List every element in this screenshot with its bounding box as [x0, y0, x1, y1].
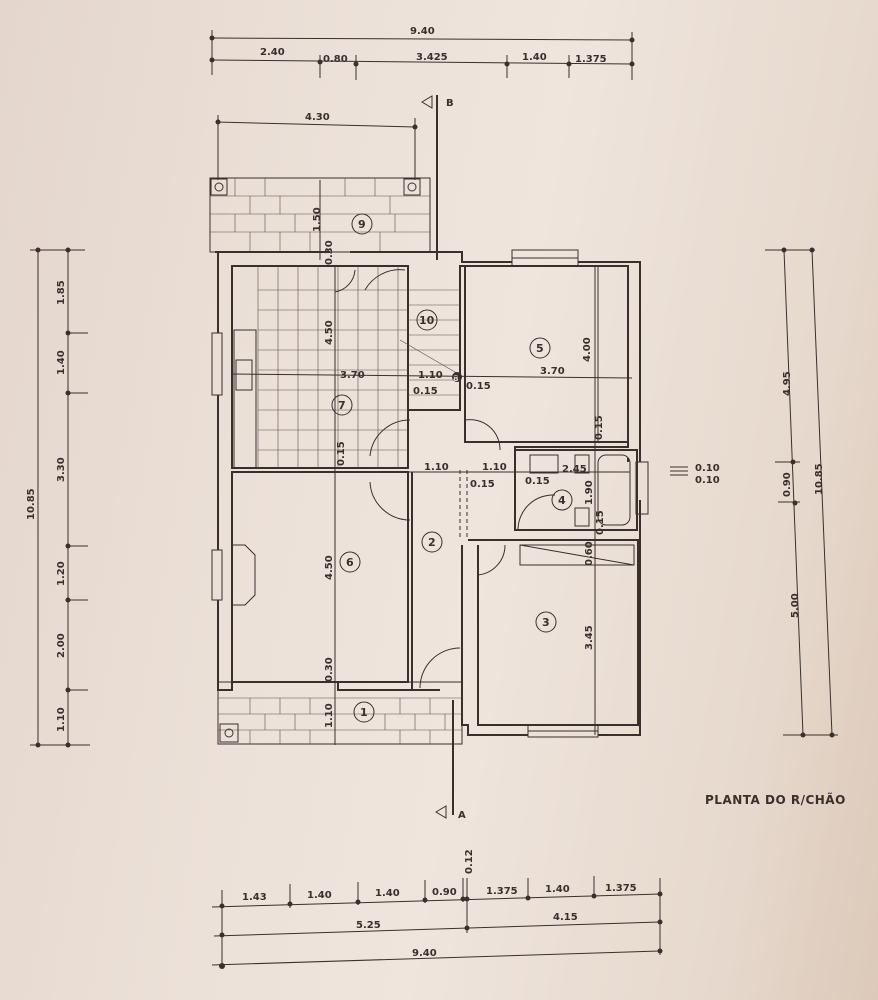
section-b-label: B — [446, 98, 454, 109]
terrace-1 — [217, 681, 463, 745]
dim-bottom-gap: 0.12 — [464, 849, 475, 874]
dim-left: 1.10 — [56, 707, 67, 732]
dim-inner: 0.15 — [594, 415, 605, 440]
right-dimensions: 4.95 0.90 5.00 10.85 0.10 0.10 — [670, 247, 838, 738]
dim-bottom: 1.40 — [307, 890, 332, 901]
dim-top-3: 3.425 — [416, 52, 448, 63]
dim-inner: 0.15 — [525, 476, 550, 487]
dim-top-5: 1.375 — [575, 54, 607, 65]
dim-left: 2.00 — [56, 633, 67, 658]
room-8: 8 — [452, 372, 462, 383]
section-a-label: A — [458, 810, 466, 821]
dim-top-1: 2.40 — [260, 47, 285, 58]
dim-left: 1.20 — [56, 561, 67, 586]
dim-bottom-sub: 4.15 — [553, 912, 578, 923]
dim-inner: 3.45 — [584, 625, 595, 650]
dim-bottom: 0.90 — [432, 887, 457, 898]
dim-inner: 0.60 — [584, 541, 595, 566]
dim-right: 0.90 — [782, 472, 793, 497]
dim-right: 4.95 — [782, 371, 793, 396]
dim-bottom-sub: 5.25 — [356, 920, 381, 931]
dim-inner: 1.10 — [482, 462, 507, 473]
left-dimensions: 10.85 1.85 1.40 3.30 1.20 2.00 1.10 — [26, 247, 90, 748]
dim-bottom: 1.43 — [242, 892, 267, 903]
dim-left-total: 10.85 — [26, 488, 37, 520]
svg-text:1: 1 — [360, 706, 368, 719]
section-marker-b: B — [421, 95, 454, 260]
dim-wall: 0.10 — [695, 463, 720, 474]
svg-text:4: 4 — [558, 494, 566, 507]
svg-text:7: 7 — [338, 399, 346, 412]
room-7: 7 — [331, 394, 353, 416]
dim-bottom: 1.375 — [486, 886, 518, 897]
plan-title: PLANTA DO R/CHÃO — [705, 792, 846, 807]
dim-right: 5.00 — [790, 593, 801, 618]
dim-inner: 1.90 — [584, 480, 595, 505]
room-labels: 1 2 3 4 5 6 7 8 9 10 — [331, 213, 573, 723]
room-5: 5 — [529, 337, 551, 359]
dim-inner: 1.10 — [324, 703, 335, 728]
room-6: 6 — [339, 551, 361, 573]
dim-top-total: 9.40 — [410, 26, 435, 37]
dim-bottom-total: 9.40 — [412, 948, 437, 959]
room-10: 10 — [416, 309, 438, 331]
dim-inner: 4.50 — [324, 555, 335, 580]
dim-inner: 0.15 — [413, 386, 438, 397]
dim-top-4: 1.40 — [522, 52, 547, 63]
dim-inner: 4.50 — [324, 320, 335, 345]
dim-bottom: 1.40 — [545, 884, 570, 895]
svg-text:10: 10 — [419, 314, 435, 327]
dim-left: 3.30 — [56, 457, 67, 482]
room-3: 3 — [535, 611, 557, 633]
bottom-dimensions: 1.43 1.40 1.40 0.90 1.375 1.40 1.375 0.1… — [211, 849, 663, 969]
walls — [211, 249, 649, 738]
dim-terrace-width: 4.30 — [305, 112, 330, 123]
dim-top-2: 0.80 — [323, 54, 348, 65]
section-marker-a: A — [435, 700, 466, 821]
room-4: 4 — [551, 489, 573, 511]
top-dimensions: 9.40 2.40 0.80 3.425 1.40 1.375 4.30 — [209, 26, 635, 180]
inner-dimensions: 1.50 0.30 4.50 3.70 1.10 0.15 0.15 3.70 … — [231, 180, 633, 745]
dim-inner: 1.10 — [424, 462, 449, 473]
svg-text:3: 3 — [542, 616, 550, 629]
room-1: 1 — [353, 701, 375, 723]
dim-bottom: 1.375 — [605, 883, 637, 894]
room-2: 2 — [421, 531, 443, 553]
svg-text:6: 6 — [346, 556, 354, 569]
dim-inner: 0.15 — [470, 479, 495, 490]
dim-inner: 0.30 — [324, 240, 335, 265]
dim-right-total: 10.85 — [814, 463, 825, 495]
dim-inner: 0.15 — [336, 441, 347, 466]
svg-text:8: 8 — [453, 374, 459, 383]
dim-inner: 1.10 — [418, 370, 443, 381]
dim-inner: 2.45 — [562, 464, 587, 475]
dim-left: 1.85 — [56, 280, 67, 305]
dim-inner: 3.70 — [340, 370, 365, 381]
dim-left: 1.40 — [56, 350, 67, 375]
dim-inner: 0.30 — [324, 657, 335, 682]
svg-text:9: 9 — [358, 218, 366, 231]
dim-inner: 1.50 — [312, 207, 323, 232]
dim-inner: 4.00 — [582, 337, 593, 362]
room-9: 9 — [351, 213, 373, 235]
svg-text:5: 5 — [536, 342, 544, 355]
dim-inner: 3.70 — [540, 366, 565, 377]
dim-inner: 0.15 — [466, 381, 491, 392]
dim-wall: 0.10 — [695, 475, 720, 486]
dim-inner: 0.15 — [595, 510, 606, 535]
dim-bottom: 1.40 — [375, 888, 400, 899]
svg-text:2: 2 — [428, 536, 436, 549]
